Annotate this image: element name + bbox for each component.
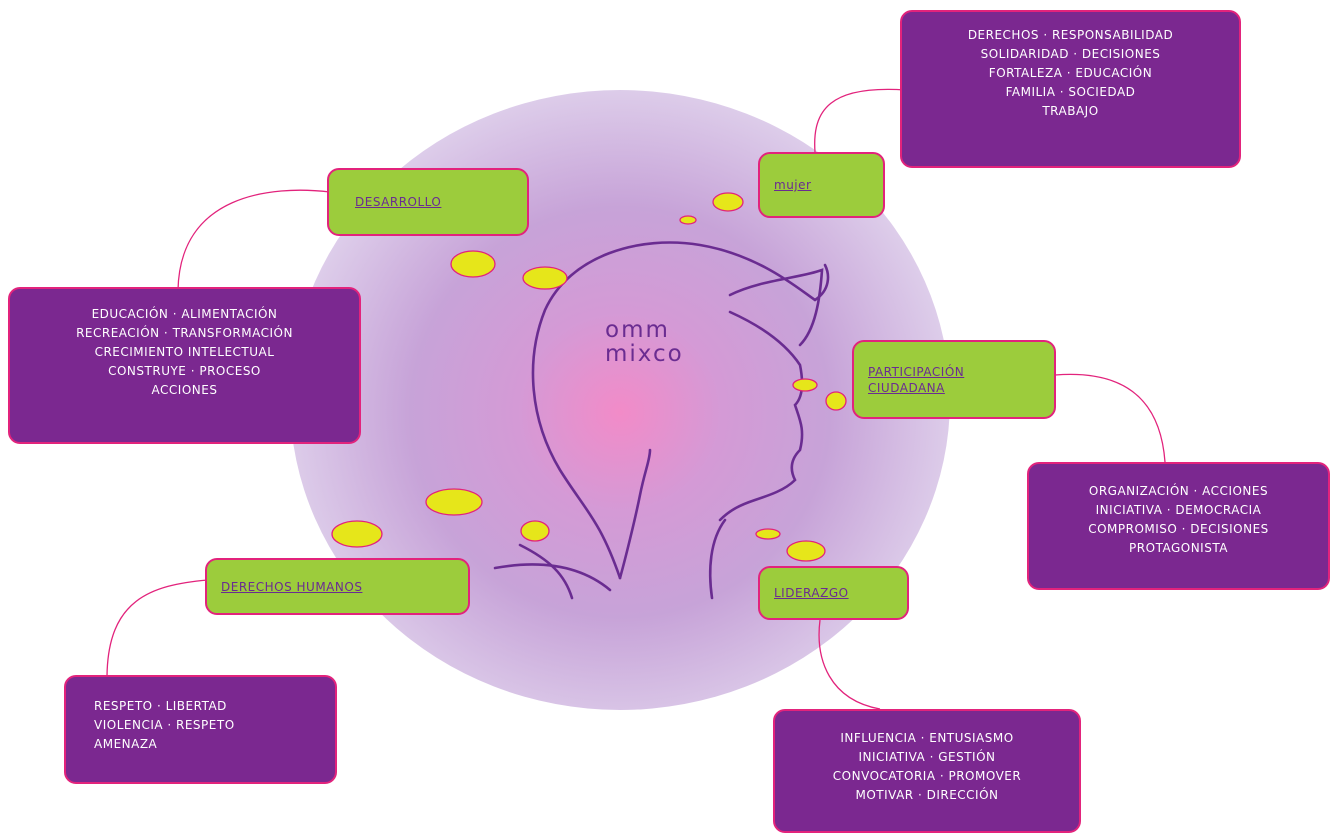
bubble	[786, 540, 826, 562]
term-line: FORTALEZA · EDUCACIÓN	[988, 66, 1153, 80]
term-line: PROTAGONISTA	[1129, 541, 1228, 555]
center-title-line2: mixco	[605, 341, 684, 367]
connector-mujer	[814, 88, 906, 153]
term-line: ACCIONES	[151, 383, 218, 397]
hair-back	[618, 448, 652, 580]
bubble	[522, 266, 568, 290]
bubble	[450, 250, 496, 278]
node-desarrollo[interactable]: DESARROLLO	[327, 168, 529, 236]
node-derechos-humanos[interactable]: DERECHOS HUMANOS	[205, 558, 470, 615]
node-liderazgo[interactable]: LIDERAZGO	[758, 566, 909, 620]
term-line: RECREACIÓN · TRANSFORMACIÓN	[76, 326, 293, 340]
term-line: CONSTRUYE · PROCESO	[108, 364, 261, 378]
bubble	[520, 520, 550, 542]
hair-curl-2	[518, 543, 574, 600]
center-title-line1: omm	[605, 317, 670, 343]
node-liderazgo-label[interactable]: LIDERAZGO	[774, 586, 849, 600]
term-line: DERECHOS · RESPONSABILIDAD	[967, 28, 1174, 42]
term-line: SOLIDARIDAD · DECISIONES	[980, 47, 1161, 61]
connector-liderazgo	[818, 619, 881, 710]
term-line: VIOLENCIA · RESPETO	[94, 718, 235, 732]
node-desarrollo-label[interactable]: DESARROLLO	[355, 195, 442, 209]
term-line: EDUCACIÓN · ALIMENTACIÓN	[91, 307, 278, 321]
hair-curl-1	[493, 563, 612, 592]
node-participacion-label[interactable]: PARTICIPACIÓN CIUDADANA	[868, 364, 964, 396]
face-profile	[718, 310, 804, 522]
bubble	[331, 520, 383, 548]
center-title: omm mixco	[605, 318, 715, 366]
connector-participacion	[1054, 373, 1166, 463]
term-line: FAMILIA · SOCIEDAD	[1005, 85, 1136, 99]
box-mujer: DERECHOS · RESPONSABILIDAD SOLIDARIDAD ·…	[900, 10, 1241, 168]
term-line: CRECIMIENTO INTELECTUAL	[94, 345, 275, 359]
box-liderazgo: INFLUENCIA · ENTUSIASMO INICIATIVA · GES…	[773, 709, 1081, 833]
node-participacion-label-line2: CIUDADANA	[868, 380, 945, 395]
node-participacion-label-line1: PARTICIPACIÓN	[868, 364, 965, 379]
term-line: AMENAZA	[94, 737, 158, 751]
term-line: INICIATIVA · GESTIÓN	[858, 750, 996, 764]
bubble	[825, 391, 847, 411]
term-line: COMPROMISO · DECISIONES	[1088, 522, 1269, 536]
box-participacion-ciudadana: ORGANIZACIÓN · ACCIONES INICIATIVA · DEM…	[1027, 462, 1330, 590]
bubble	[679, 215, 697, 225]
connector-desarrollo	[177, 189, 331, 291]
node-derechos-humanos-label[interactable]: DERECHOS HUMANOS	[221, 579, 363, 594]
bubble	[792, 378, 818, 392]
box-derechos-humanos: RESPETO · LIBERTAD VIOLENCIA · RESPETO A…	[64, 675, 337, 784]
bubble	[712, 192, 744, 212]
connector-derechos-humanos	[106, 579, 209, 677]
hair-strand-top	[728, 268, 824, 347]
term-line: INFLUENCIA · ENTUSIASMO	[840, 731, 1014, 745]
node-mujer[interactable]: mujer	[758, 152, 885, 218]
bubble	[425, 488, 483, 516]
term-line: RESPETO · LIBERTAD	[94, 699, 227, 713]
term-line: ORGANIZACIÓN · ACCIONES	[1088, 484, 1269, 498]
node-mujer-label[interactable]: mujer	[774, 178, 812, 192]
node-participacion-ciudadana[interactable]: PARTICIPACIÓN CIUDADANA	[852, 340, 1056, 419]
head-outline	[531, 241, 830, 580]
term-line: TRABAJO	[1042, 104, 1099, 118]
bubble	[755, 528, 781, 540]
neck-line	[708, 518, 727, 600]
term-line: MOTIVAR · DIRECCIÓN	[855, 788, 999, 802]
box-desarrollo: EDUCACIÓN · ALIMENTACIÓN RECREACIÓN · TR…	[8, 287, 361, 444]
term-line: INICIATIVA · DEMOCRACIA	[1095, 503, 1262, 517]
term-line: CONVOCATORIA · PROMOVER	[832, 769, 1022, 783]
